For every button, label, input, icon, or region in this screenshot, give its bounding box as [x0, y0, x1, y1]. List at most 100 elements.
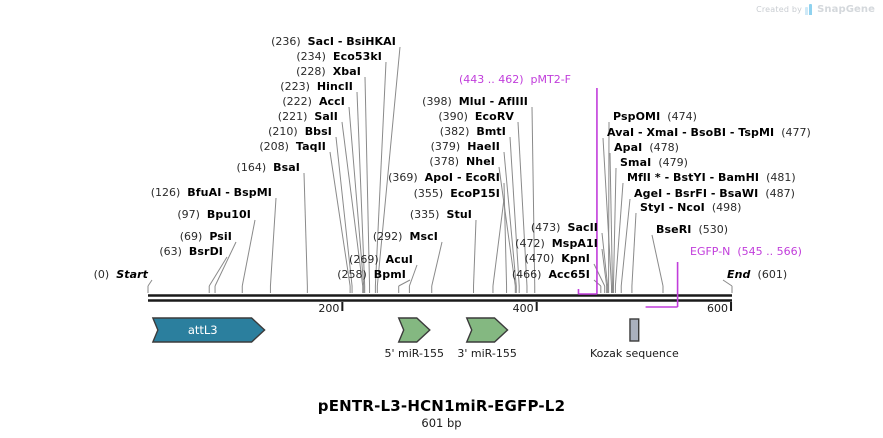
enzyme-label-haeii[interactable]: (379) HaeII	[431, 141, 500, 152]
enzyme-label-styi-ncoi[interactable]: StyI - NcoI (498)	[640, 202, 741, 213]
enzyme-position: (258)	[337, 268, 367, 281]
enzyme-name-separator: -	[221, 186, 234, 199]
enzyme-position: (221)	[277, 110, 308, 123]
enzyme-label-mlui-afliii[interactable]: (398) MluI - AflIII	[422, 96, 528, 107]
leader-line-355	[492, 198, 505, 287]
label-gap	[379, 253, 386, 266]
enzyme-name: BsrDI	[188, 245, 223, 258]
label-gap	[751, 268, 758, 281]
enzyme-label-xbai[interactable]: (228) XbaI	[296, 66, 361, 77]
enzyme-names: PspOMI	[613, 110, 660, 123]
enzyme-label-avai-xmai-bsobi-tspmi[interactable]: AvaI - XmaI - BsoBI - TspMI (477)	[607, 127, 811, 138]
enzyme-label-ecop15i[interactable]: (355) EcoP15I	[414, 188, 500, 199]
enzyme-label-mspa1i[interactable]: (472) MspA1I	[515, 238, 598, 249]
enzyme-label-smai[interactable]: SmaI (479)	[620, 157, 688, 168]
leader-line-498	[631, 212, 637, 287]
enzyme-label-bseri[interactable]: BseRI (530)	[656, 224, 728, 235]
enzyme-label-saci-bsihkai[interactable]: (236) SacI - BsiHKAI	[271, 36, 396, 47]
enzyme-label-eco53ki[interactable]: (234) Eco53kI	[296, 51, 382, 62]
enzyme-label-bpmi[interactable]: (258) BpmI	[337, 269, 406, 280]
enzyme-label-agei-bsrfi-bsawi[interactable]: AgeI - BsrFI - BsaWI (487)	[634, 188, 795, 199]
enzyme-name-separator: -	[453, 171, 466, 184]
primer-label-pmt2-f[interactable]: (443 .. 462) pMT2-F	[459, 74, 571, 85]
terminal-label-start[interactable]: (0) Start	[94, 269, 148, 280]
enzyme-label-kpni[interactable]: (470) KpnI	[525, 253, 590, 264]
enzyme-label-nhei[interactable]: (378) NheI	[429, 156, 495, 167]
enzyme-name: AcuI	[385, 253, 413, 266]
enzyme-label-bpu10i[interactable]: (97) Bpu10I	[177, 209, 251, 220]
enzyme-position: (69)	[179, 230, 203, 243]
enzyme-label-apai[interactable]: ApaI (478)	[614, 142, 679, 153]
terminal-name: Start	[116, 268, 148, 281]
enzyme-label-ecorv[interactable]: (390) EcoRV	[438, 111, 514, 122]
primer-label-egfp-n[interactable]: EGFP-N (545 .. 566)	[690, 246, 802, 257]
enzyme-label-bsrdi[interactable]: (63) BsrDI	[159, 246, 223, 257]
enzyme-name: ApoI	[424, 171, 454, 184]
enzyme-label-sacii[interactable]: (473) SacII	[531, 222, 598, 233]
enzyme-name: KpnI	[561, 252, 590, 265]
enzyme-name: BamHI	[718, 171, 760, 184]
enzyme-names: ApaI	[614, 141, 642, 154]
enzyme-label-sali[interactable]: (221) SalI	[278, 111, 338, 122]
enzyme-label-bsai[interactable]: (164) BsaI	[237, 162, 300, 173]
enzyme-label-bmti[interactable]: (382) BmtI	[440, 126, 506, 137]
leader-line-63	[208, 256, 228, 287]
enzyme-label-bbsi[interactable]: (210) BbsI	[268, 126, 332, 137]
enzyme-name: BpmI	[373, 268, 406, 281]
enzyme-label-bfuai-bspmi[interactable]: (126) BfuAI - BspMI	[151, 187, 272, 198]
enzyme-label-mfli-bstyi-bamhi[interactable]: MflI * - BstYI - BamHI (481)	[627, 172, 796, 183]
enzyme-name: XmaI	[646, 126, 679, 139]
label-gap	[452, 95, 459, 108]
feature-3-mir-155[interactable]	[465, 317, 509, 343]
primer-name: pMT2-F	[530, 73, 572, 86]
enzyme-name: SacI	[307, 35, 335, 48]
enzyme-name: XbaI	[332, 65, 361, 78]
enzyme-name: BsrFI	[674, 187, 708, 200]
enzyme-label-hincii[interactable]: (223) HincII	[280, 81, 353, 92]
feature-attl3[interactable]	[151, 317, 266, 343]
label-gap	[545, 237, 552, 250]
enzyme-name: AccI	[318, 95, 345, 108]
enzyme-position: (487)	[765, 187, 795, 200]
leader-line-479	[612, 167, 617, 287]
enzyme-names: Start	[116, 268, 148, 281]
enzyme-names: Bpu10I	[207, 208, 251, 221]
leader-line-222	[348, 106, 365, 287]
enzyme-name: EcoP15I	[450, 187, 500, 200]
watermark-created-by-label: Created by	[756, 5, 803, 14]
enzyme-label-psii[interactable]: (69) PsiI	[180, 231, 232, 242]
enzyme-position: (0)	[93, 268, 110, 281]
enzyme-label-stui[interactable]: (335) StuI	[410, 209, 472, 220]
enzyme-position: (530)	[698, 223, 729, 236]
enzyme-label-acci[interactable]: (222) AccI	[282, 96, 345, 107]
leader-line-234	[374, 61, 387, 287]
enzyme-name: BsaI	[273, 161, 300, 174]
enzyme-position: (355)	[413, 187, 444, 200]
enzyme-names: StuI	[446, 208, 472, 221]
enzyme-names: HincII	[317, 80, 353, 93]
leader-line-228	[364, 76, 371, 287]
enzyme-label-msci[interactable]: (292) MscI	[373, 231, 438, 242]
enzyme-label-acui[interactable]: (269) AcuI	[349, 254, 413, 265]
enzyme-label-apoi-ecori[interactable]: (369) ApoI - EcoRI	[388, 172, 500, 183]
enzyme-position: (472)	[515, 237, 545, 250]
terminal-label-end[interactable]: End (601)	[727, 269, 787, 280]
enzyme-names: MluI - AflIII	[459, 95, 528, 108]
enzyme-name: Acc65I	[548, 268, 590, 281]
enzyme-name: BmtI	[476, 125, 506, 138]
enzyme-names: AvaI - XmaI - BsoBI - TspMI	[607, 126, 774, 139]
label-gap	[418, 171, 425, 184]
enzyme-name: NheI	[466, 155, 495, 168]
enzyme-names: TaqII	[296, 140, 326, 153]
feature-kozak-sequence[interactable]	[629, 318, 640, 342]
enzyme-names: AccI	[319, 95, 345, 108]
feature-5-mir-155[interactable]	[397, 317, 431, 343]
feature-caption-5-mir-155: 5' miR-155	[384, 347, 444, 360]
label-gap	[705, 201, 712, 214]
enzyme-names: Acc65I	[548, 268, 590, 281]
enzyme-label-pspomi[interactable]: PspOMI (474)	[613, 111, 697, 122]
enzyme-name-separator: -	[634, 126, 647, 139]
enzyme-names: SacII	[567, 221, 598, 234]
enzyme-label-taqii[interactable]: (208) TaqII	[259, 141, 326, 152]
enzyme-label-acc65i[interactable]: (466) Acc65I	[512, 269, 590, 280]
